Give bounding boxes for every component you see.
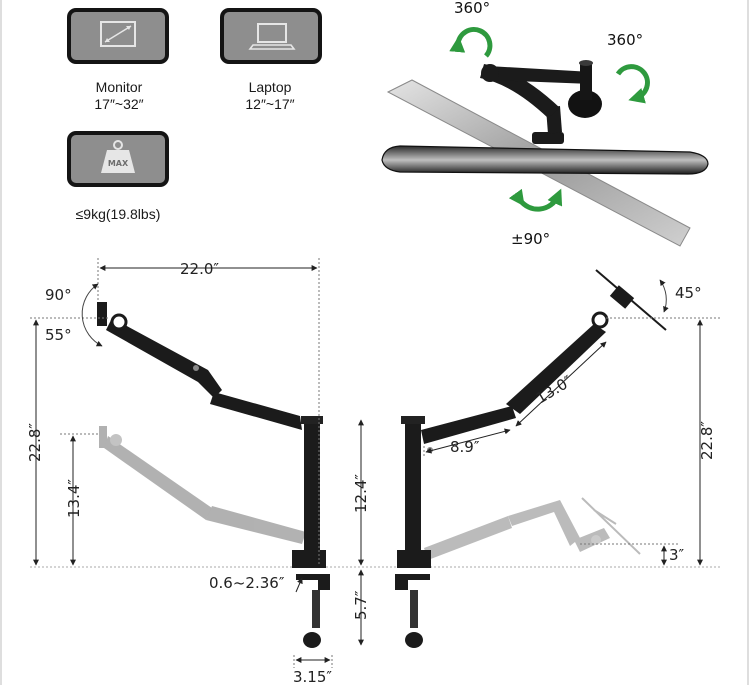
- monitor-caption: Monitor 17″~32″: [73, 79, 165, 113]
- left-arm-lower: [210, 392, 302, 430]
- left-vesa-plate: [97, 302, 107, 326]
- swivel-right-arrow: [615, 64, 650, 104]
- laptop-icon: [248, 23, 296, 50]
- pole-height-label: 12.4″: [352, 474, 370, 513]
- arm-lower-dimension: [425, 428, 511, 454]
- arm-upper-dimension: [515, 341, 607, 427]
- swivel-right-label: 360°: [607, 31, 643, 49]
- left-pole: [304, 420, 320, 568]
- monitor-icon: [100, 21, 136, 47]
- right-clamp: [395, 574, 430, 590]
- left-dimension-view: 22.0″ 90° 55° 22.8″ 13.4″ 12.4″ 0.6~2.36…: [26, 258, 720, 685]
- clamp-range-label: 0.6~2.36″: [209, 574, 285, 592]
- low-height-label: 13.4″: [65, 479, 83, 518]
- horizontal-screen: [381, 145, 709, 175]
- base-height-label: 5.7″: [352, 590, 370, 620]
- arm-upper-segment: [488, 66, 592, 84]
- right-min-height-label: 3″: [669, 546, 685, 564]
- laptop-label: Laptop: [248, 79, 292, 95]
- monitor-label: Monitor: [95, 79, 143, 95]
- laptop-range: 12″~17″: [245, 96, 295, 112]
- swivel-left-arrow: [449, 27, 493, 58]
- left-arm-upper: [106, 318, 222, 398]
- base-width-label: 3.15″: [293, 668, 332, 685]
- weight-tile: MAX: [67, 131, 169, 187]
- left-clamp: [296, 574, 330, 590]
- right-tilt-label: 45°: [675, 284, 702, 302]
- pole-base: [568, 90, 602, 118]
- rotation-illustration: 360° 360° ±90°: [381, 0, 709, 248]
- left-max-height-label: 22.8″: [26, 423, 44, 462]
- right-dimension-view: 45° 13.0″ 8.9″ 22.8″ 3″: [395, 269, 720, 648]
- weight-icon: MAX: [101, 140, 135, 173]
- laptop-tile: [220, 8, 322, 64]
- arm-lower-label: 8.9″: [450, 438, 480, 456]
- right-arm-upper: [506, 324, 606, 414]
- right-max-height-label: 22.8″: [698, 421, 716, 460]
- right-pole: [405, 420, 421, 568]
- tilt-arc: [659, 279, 669, 313]
- right-ghost-arm: [424, 497, 641, 560]
- rotation-arc: [81, 283, 103, 347]
- tilt-label: ±90°: [511, 230, 550, 248]
- tilt-arrow: [508, 188, 563, 212]
- weight-label: ≤9kg(19.8lbs): [75, 206, 161, 222]
- monitor-range: 17″~32″: [94, 96, 144, 112]
- rotate-down-label: 55°: [45, 326, 72, 344]
- rotate-up-label: 90°: [45, 286, 72, 304]
- reach-label: 22.0″: [180, 260, 219, 278]
- weight-badge: MAX: [108, 159, 129, 168]
- laptop-caption: Laptop 12″~17″: [224, 79, 316, 113]
- monitor-tile: [67, 8, 169, 64]
- swivel-left-label: 360°: [454, 0, 490, 17]
- left-ghost-arm: [99, 426, 306, 544]
